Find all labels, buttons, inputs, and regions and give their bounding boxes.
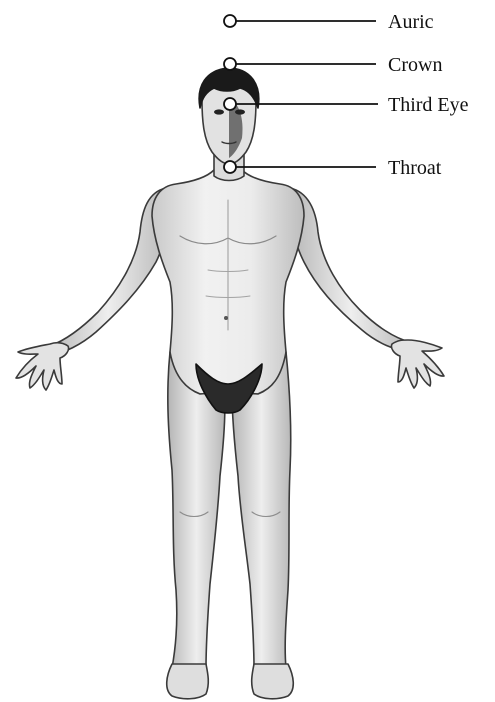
label-throat: Throat [388,157,442,179]
chakra-marker-third-eye[interactable] [224,98,236,110]
left-hand [16,343,69,390]
callout-crown: Crown [224,54,442,76]
right-arm [288,188,414,352]
right-eye [235,109,245,114]
label-third-eye: Third Eye [388,94,469,116]
callout-throat: Throat [224,157,442,179]
chakra-marker-throat[interactable] [224,161,236,173]
callout-auric: Auric [224,11,434,33]
chakra-marker-auric[interactable] [224,15,236,27]
navel [224,316,228,320]
callout-third-eye: Third Eye [224,94,469,116]
chakra-marker-crown[interactable] [224,58,236,70]
right-foot [252,664,294,699]
left-eye [214,109,224,114]
label-crown: Crown [388,54,442,76]
right-hand [391,340,444,388]
label-auric: Auric [388,11,434,33]
left-foot [167,664,209,699]
